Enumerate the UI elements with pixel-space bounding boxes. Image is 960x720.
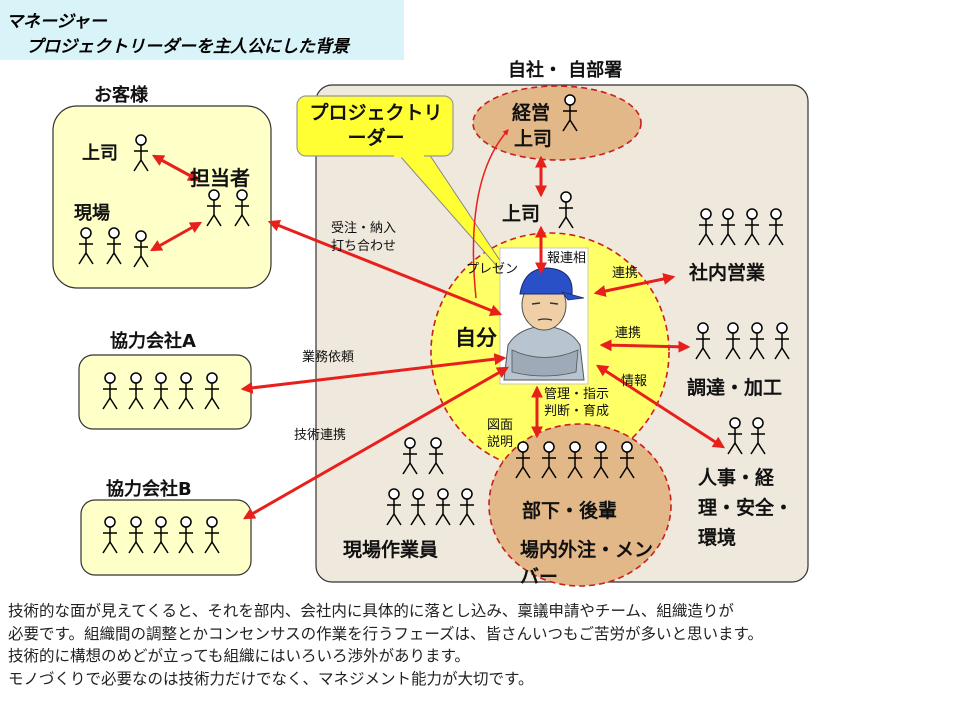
label-self: 自分 [455, 326, 497, 350]
label-admin-2: 理・安全・ [698, 497, 794, 519]
relationship-diagram [52, 84, 809, 587]
label-boss: 上司 [502, 203, 541, 225]
edge-drawing-1: 図面 [487, 418, 514, 433]
label-customer-site: 現場 [74, 203, 110, 224]
edge-liaison-2: 連携 [615, 326, 642, 341]
label-admin-3: 環境 [698, 527, 737, 549]
edge-business-request: 業務依頼 [302, 350, 355, 365]
label-members-1: 場内外注・メン [520, 539, 654, 561]
edge-presentation: プレゼン [466, 262, 519, 277]
label-sales: 社内営業 [689, 262, 766, 284]
edge-order-1: 受注・納入 [331, 221, 397, 236]
management-ellipse [472, 85, 642, 161]
label-partner-b: 協力会社B [106, 479, 192, 500]
title-line-1: マネージャー [6, 12, 107, 32]
double-arrow-icon [149, 154, 726, 520]
edge-info: 情報 [621, 374, 648, 389]
edge-report: 報連相 [547, 251, 587, 266]
footer-line-2: 必要です。組織間の調整とかコンセンサスの作業を行うフェーズは、皆さんいつもご苦労… [8, 624, 764, 643]
partner-b-box [80, 499, 252, 576]
footer-line-1: 技術的な面が見えてくると、それを部内、会社内に具体的に落とし込み、稟議申請やチー… [8, 602, 734, 620]
footer-line-4: モノづくりで必要なのは技術力だけでなく、マネジメント能力が大切です。 [8, 669, 534, 688]
label-mgmt-boss-2: 上司 [514, 128, 553, 150]
edge-mgmt-1: 管理・指示 [544, 387, 610, 402]
callout-line-1: プロジェクトリーダー [308, 101, 444, 151]
partner-a-box [78, 354, 252, 430]
subordinates-circle [488, 423, 672, 587]
label-members-2: バー [520, 566, 559, 588]
edge-mgmt-2: 判断・育成 [544, 404, 610, 419]
footer-text: 技術的な面が見えてくると、それを部内、会社内に具体的に落とし込み、稟議申請やチー… [8, 600, 958, 690]
edge-liaison-1: 連携 [612, 266, 639, 281]
label-mgmt-boss-1: 経営 [512, 102, 551, 124]
label-partner-a: 協力会社A [110, 331, 196, 352]
label-procurement: 調達・加工 [687, 377, 783, 399]
title-line-2: プロジェクトリーダーを主人公にした背景 [26, 37, 349, 57]
customer-box [52, 105, 272, 289]
label-customer-boss: 上司 [82, 143, 118, 164]
label-customer-rep: 担当者 [190, 166, 250, 190]
label-subordinates: 部下・後輩 [522, 500, 618, 522]
label-customer: お客様 [94, 85, 148, 106]
edge-drawing-2: 説明 [487, 435, 514, 450]
edge-tech-coordination: 技術連携 [294, 428, 347, 443]
label-company: 自社・ 自部署 [508, 60, 623, 81]
label-admin-1: 人事・経 [698, 467, 775, 489]
callout-text: プロジェクトリーダー [309, 102, 443, 149]
title-box: マネージャー プロジェクトリーダーを主人公にした背景 [0, 0, 404, 60]
footer-line-3: 技術的に構想のめどが立っても組織にはいろいろ渉外があります。 [8, 647, 470, 665]
presentation-arrow [472, 129, 509, 299]
edge-order-2: 打ち合わせ [331, 239, 397, 254]
callout-box [296, 95, 454, 157]
label-site-workers: 現場作業員 [343, 539, 439, 561]
